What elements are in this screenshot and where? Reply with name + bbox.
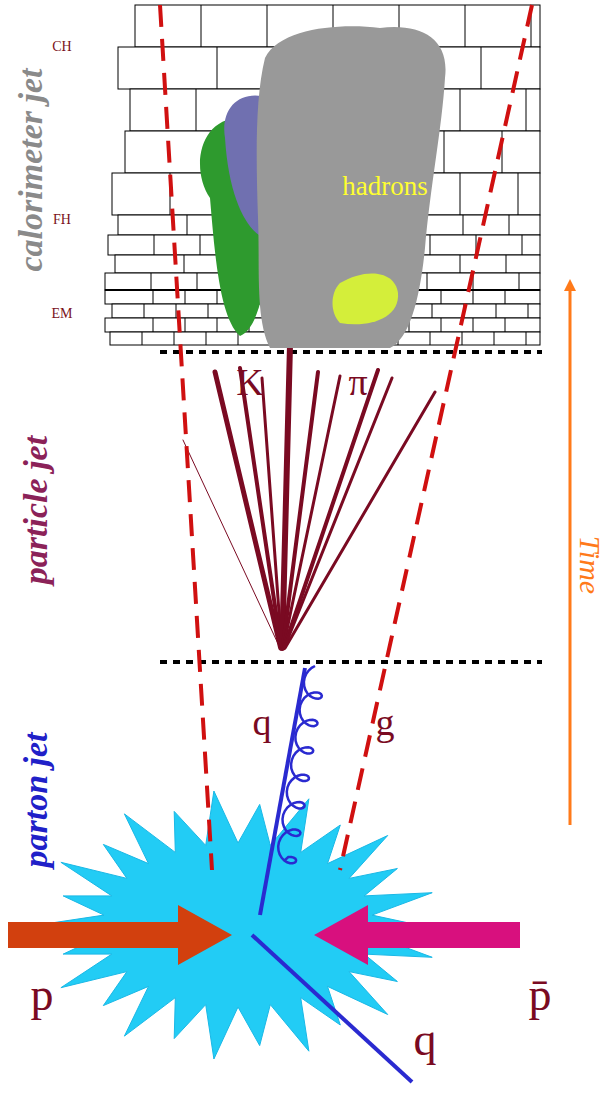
calorimeter-cell: [460, 173, 461, 215]
calorimeter-cell: [505, 318, 506, 332]
calorimeter-cell: [196, 89, 197, 131]
calorimeter-cell: [465, 5, 466, 47]
calorimeter-cell: [144, 304, 145, 318]
calorimeter-cell: [427, 273, 428, 290]
layer-label: FH: [53, 213, 71, 227]
calorimeter-cell: [481, 47, 482, 89]
calorimeter-cell: [200, 235, 201, 255]
calorimeter-cell: [526, 332, 527, 345]
calorimeter-cell: [460, 255, 461, 273]
calorimeter-cell: [201, 5, 202, 47]
calorimeter-cell: [444, 131, 445, 173]
calorimeter-cell: [460, 89, 461, 131]
calorimeter-cell: [430, 332, 431, 345]
calorimeter-cell: [519, 273, 520, 290]
calorimeter-cell: [463, 215, 464, 235]
calorimeter-cell: [206, 332, 207, 345]
calorimeter-cell: [441, 318, 442, 332]
calorimeter-cell: [528, 304, 529, 318]
parton-label: q: [253, 703, 272, 741]
calorimeter-cell: [267, 5, 268, 47]
layer-label: CH: [52, 40, 71, 54]
calorimeter-cell: [153, 318, 154, 332]
parton-label: q: [414, 1017, 437, 1063]
calorimeter-cell: [509, 215, 510, 235]
calorimeter-cell: [526, 89, 527, 131]
section-title: parton jet: [19, 732, 53, 867]
calorimeter-cell: [505, 290, 506, 304]
calorimeter-cell: [473, 290, 474, 304]
beam-label: p̄: [529, 972, 552, 1018]
calorimeter-cell: [432, 304, 433, 318]
calorimeter-cell: [506, 255, 507, 273]
calorimeter-cell: [187, 215, 188, 235]
node-label: hadrons: [342, 173, 427, 200]
hadron-track: [284, 378, 392, 648]
calorimeter-cell: [430, 235, 431, 255]
calorimeter-cell: [494, 332, 495, 345]
hadron-blob: [257, 26, 446, 348]
dotted-boundary: [160, 660, 542, 664]
calorimeter-cell: [473, 318, 474, 332]
calorimeter-cell: [217, 318, 218, 332]
proton-arrow: [8, 905, 232, 965]
calorimeter-cell: [154, 235, 155, 255]
antiproton-arrow: [314, 905, 520, 965]
calorimeter-cell: [153, 290, 154, 304]
time-arrow: [569, 285, 572, 825]
section-title: calorimeter jet: [13, 68, 47, 271]
jet-cone: [160, 5, 212, 870]
calorimeter-cell: [441, 290, 442, 304]
particle-label: π: [348, 363, 367, 401]
gluon-coil: [278, 666, 322, 863]
axis-label: Time: [575, 536, 605, 594]
calorimeter-cell: [217, 290, 218, 304]
dotted-boundary: [160, 350, 542, 354]
quark-line: [252, 935, 412, 1082]
hadron-track: [262, 378, 282, 648]
calorimeter-cell: [518, 173, 519, 215]
calorimeter-cell: [151, 273, 152, 290]
calorimeter-cell: [522, 235, 523, 255]
calorimeter-cell: [176, 304, 177, 318]
parton-label: g: [376, 703, 395, 741]
particle-tracks: [183, 345, 435, 648]
calorimeter-cell: [462, 332, 463, 345]
section-title: particle jet: [19, 436, 53, 584]
calorimeter-cell: [142, 332, 143, 345]
hadron-track: [285, 392, 435, 648]
calorimeter-cell: [208, 304, 209, 318]
calorimeter-cell: [185, 318, 186, 332]
em-blob: [333, 273, 399, 324]
calorimeter-cell: [496, 304, 497, 318]
layer-label: EM: [52, 307, 73, 321]
particle-label: K: [236, 363, 263, 401]
calorimeter-cell: [197, 273, 198, 290]
calorimeter-cell: [217, 47, 218, 89]
hadron-track: [284, 370, 378, 648]
hadron-shower: hadrons: [180, 18, 470, 348]
calorimeter-cell: [185, 290, 186, 304]
beam-label: p: [31, 972, 54, 1018]
calorimeter-cell: [174, 332, 175, 345]
calorimeter-cell: [184, 255, 185, 273]
calorimeter-cell: [502, 131, 503, 173]
